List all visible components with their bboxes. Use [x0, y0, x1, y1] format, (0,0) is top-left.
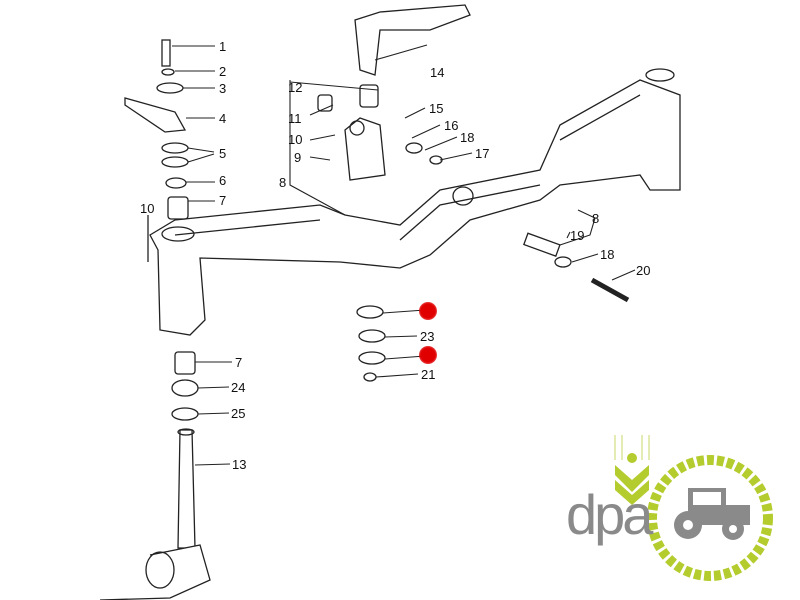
callout-16[interactable]: 16	[444, 118, 459, 133]
callout-18[interactable]: 18	[460, 130, 475, 145]
callout-7[interactable]: 7	[219, 193, 227, 208]
callout-20[interactable]: 20	[636, 263, 651, 278]
callout-10b[interactable]: 10	[288, 132, 303, 147]
callout-11[interactable]: 11	[288, 111, 302, 126]
kingpin-bore-right	[645, 68, 675, 82]
front-axle-beam	[149, 79, 681, 336]
callout-21[interactable]: 21	[421, 367, 436, 382]
callout-8b[interactable]: 8	[592, 211, 600, 226]
bearing	[171, 379, 199, 397]
tractor-gear-icon	[614, 435, 773, 581]
steering-arm	[124, 97, 187, 133]
callout-4[interactable]: 4	[219, 111, 227, 126]
callout-10[interactable]: 10	[140, 201, 155, 216]
callout-7b[interactable]: 7	[235, 355, 243, 370]
callout-13[interactable]: 13	[232, 457, 247, 472]
callout-17[interactable]: 17	[475, 146, 490, 161]
highlight-marker-washer[interactable]	[419, 302, 437, 320]
callout-6[interactable]: 6	[219, 173, 227, 188]
callout-18b[interactable]: 18	[600, 247, 615, 262]
kingpin-bore	[161, 226, 195, 242]
callout-12[interactable]: 12	[288, 80, 303, 95]
spindle	[177, 429, 196, 549]
callout-25[interactable]: 25	[231, 406, 246, 421]
callout-24[interactable]: 24	[231, 380, 246, 395]
bushing	[167, 196, 189, 220]
highlight-marker-washer-2[interactable]	[419, 346, 437, 364]
callout-3[interactable]: 3	[219, 81, 227, 96]
bolt	[161, 39, 171, 67]
callout-23[interactable]: 23	[420, 329, 435, 344]
pin	[523, 232, 561, 257]
callout-8[interactable]: 8	[279, 175, 287, 190]
callout-15[interactable]: 15	[429, 101, 444, 116]
dpa-logo: dpa	[560, 430, 800, 600]
callout-14[interactable]: 14	[430, 65, 445, 80]
logo-text: dpa	[566, 483, 653, 546]
callout-1[interactable]: 1	[219, 39, 227, 54]
center-steering-arm	[354, 4, 471, 76]
callout-2[interactable]: 2	[219, 64, 227, 79]
bolt-20	[590, 277, 630, 303]
pivot-hole	[452, 186, 474, 206]
callout-19[interactable]: 19	[570, 228, 585, 243]
callout-9[interactable]: 9	[294, 150, 302, 165]
callout-5[interactable]: 5	[219, 146, 227, 161]
